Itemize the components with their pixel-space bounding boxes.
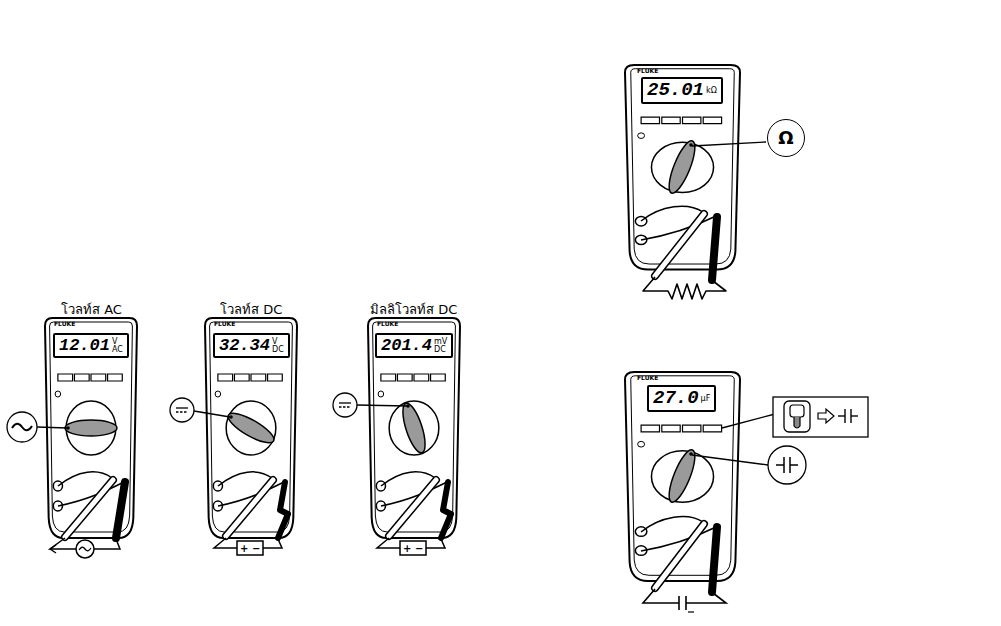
lcd-display: 27.0μF: [647, 385, 716, 412]
display-reading: 201.4: [381, 337, 432, 354]
mode-title: มิลลิโวลท์ส DC: [370, 303, 457, 317]
brand-logo: FLUKE: [214, 321, 235, 328]
lcd-display: 25.01kΩ: [641, 77, 723, 104]
polarity-mark: −: [415, 543, 423, 554]
brand-logo: FLUKE: [377, 321, 398, 328]
callout-symbol: Ω: [778, 129, 793, 147]
polarity-mark: +: [403, 543, 411, 554]
display-unit: μF: [701, 395, 711, 403]
function-callout: Ω: [767, 119, 805, 157]
lcd-display: 12.01V AC: [53, 333, 129, 358]
display-unit: mV DC: [434, 338, 447, 354]
brand-logo: FLUKE: [637, 375, 658, 382]
display-reading: 32.34: [219, 337, 270, 354]
lcd-display: 201.4mV DC: [375, 333, 453, 358]
display-reading: 27.0: [653, 389, 699, 408]
display-reading: 12.01: [59, 337, 110, 354]
display-unit: V DC: [272, 338, 284, 354]
display-unit: V AC: [112, 338, 123, 354]
display-reading: 25.01: [647, 81, 704, 100]
brand-logo: FLUKE: [637, 68, 658, 75]
mode-title: โวลท์ส AC: [61, 303, 122, 317]
lcd-display: 32.34V DC: [213, 333, 290, 358]
mode-title: โวลท์ส DC: [220, 303, 282, 317]
polarity-mark: −: [252, 543, 260, 554]
polarity-mark: +: [240, 543, 248, 554]
display-unit: kΩ: [706, 87, 717, 95]
brand-logo: FLUKE: [54, 321, 75, 328]
